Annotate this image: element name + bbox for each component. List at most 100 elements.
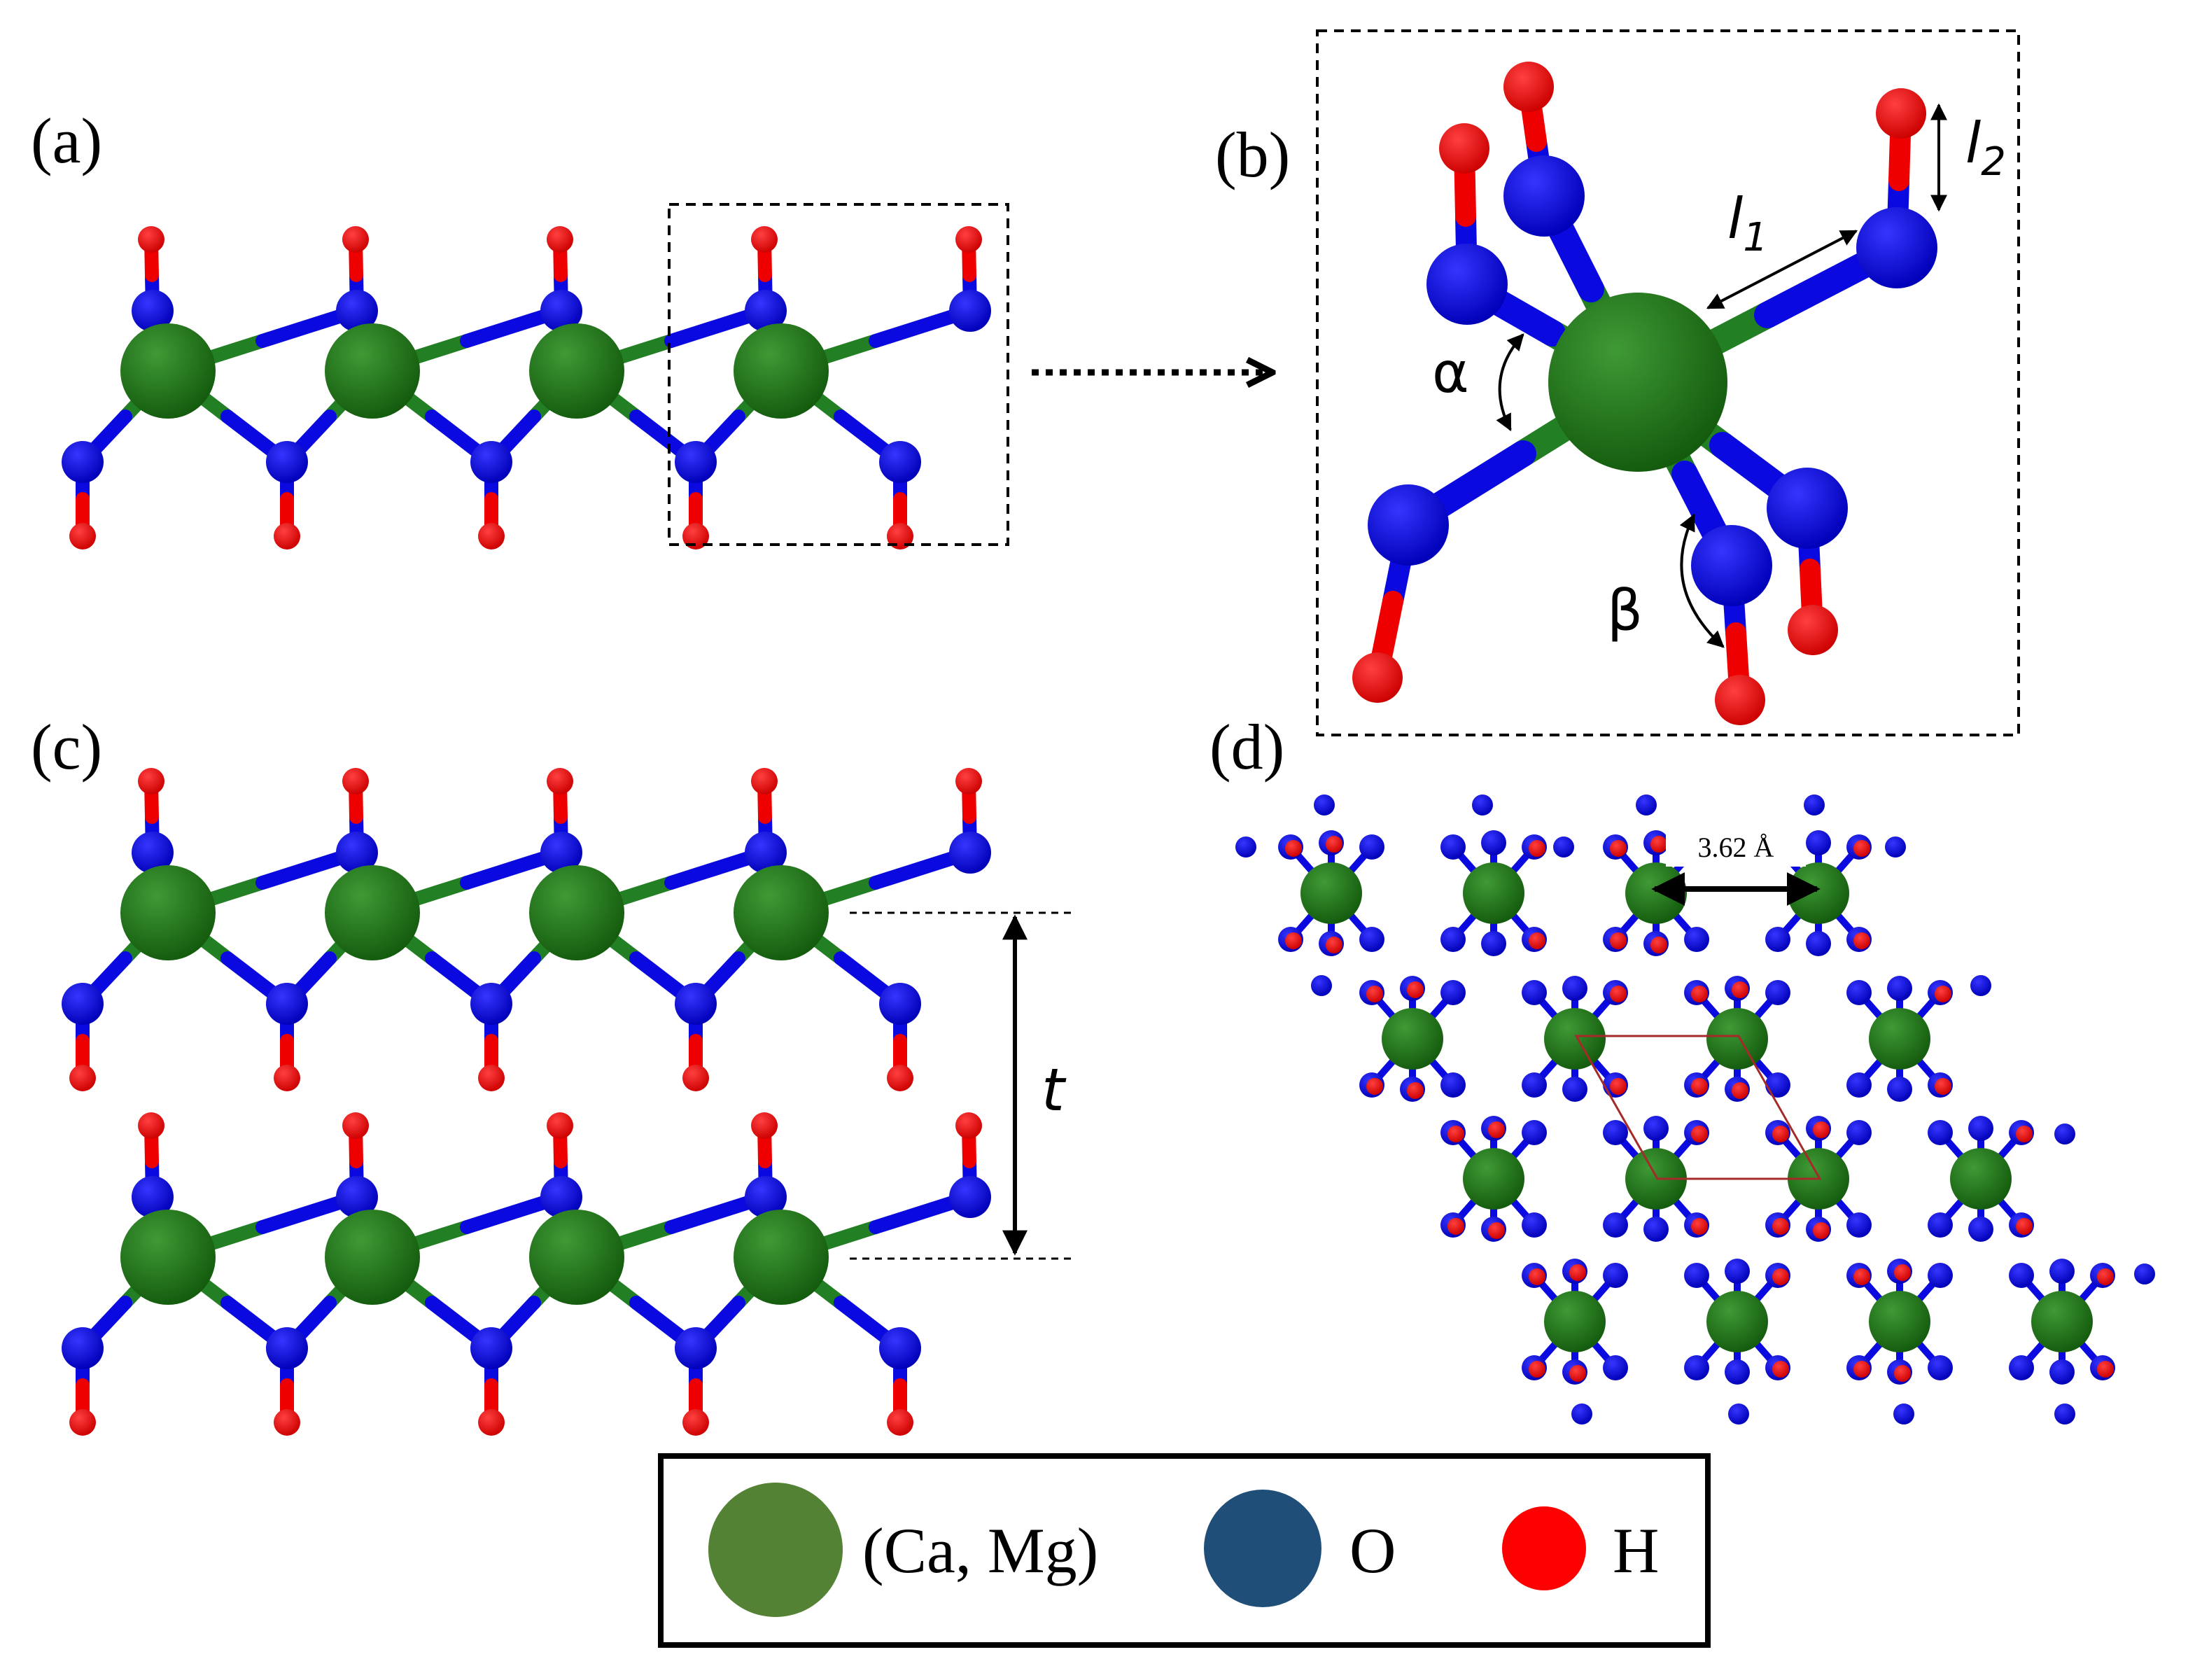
panel-c-top-layer [62, 768, 991, 1091]
o-atom [1522, 1212, 1547, 1238]
h-atom [1569, 1365, 1586, 1382]
panel-b-annotations: α β l1 l2 [1432, 103, 2006, 648]
o-atom [470, 441, 512, 483]
o-atom [1636, 794, 1657, 816]
h-atom [478, 1409, 505, 1436]
h-atom [2016, 1218, 2033, 1235]
unit-cell [1574, 1035, 1822, 1180]
o-atom [675, 983, 717, 1025]
o-atom [1472, 794, 1493, 816]
h-atom [478, 1065, 505, 1091]
legend: (Ca, Mg) O H [658, 1453, 1711, 1648]
h-atom [1772, 1126, 1789, 1142]
metal-atom [529, 323, 624, 419]
metal-atom [1625, 1148, 1687, 1210]
h-atom [547, 768, 573, 794]
h-atom [1529, 1361, 1545, 1378]
o-atom [745, 290, 787, 332]
h-atom [274, 1065, 300, 1091]
o-atom [1440, 927, 1466, 952]
o-atom [949, 1176, 991, 1218]
metal-atom [1463, 1148, 1524, 1210]
o-atom [1440, 980, 1466, 1005]
h-atom [1853, 840, 1870, 857]
o-atom [1314, 794, 1335, 816]
h-atom [1732, 981, 1748, 998]
beta-arc [1679, 513, 1725, 648]
h-atom [1650, 937, 1667, 953]
o-atom [1765, 927, 1790, 952]
h-atom [1772, 1361, 1789, 1378]
metal-atom [529, 865, 624, 960]
o-atom [62, 441, 104, 483]
h-atom [2016, 1126, 2033, 1142]
o-atom [2009, 1263, 2034, 1288]
beta-label: β [1607, 578, 1643, 643]
o-atom [1440, 1072, 1466, 1098]
h-atom [1285, 840, 1302, 857]
h-atom [2097, 1268, 2114, 1285]
h-atom [1529, 932, 1545, 949]
o-atom [132, 832, 174, 874]
o-atom [470, 1327, 512, 1369]
h-atom [1610, 932, 1627, 949]
h-atom [955, 1112, 982, 1139]
h-atom [1935, 986, 1951, 1002]
o-atom [2054, 1124, 2075, 1144]
panel-label-a: (a) [31, 105, 102, 176]
metal-atom [325, 1210, 420, 1305]
o-atom [1893, 1404, 1914, 1424]
o-atom [1968, 1116, 1993, 1141]
o-atom [2054, 1404, 2075, 1424]
o-atom [1684, 1355, 1709, 1380]
h-atom [1876, 88, 1926, 139]
o-atom [675, 441, 717, 483]
metal-atom [1382, 1008, 1443, 1070]
selection-box [668, 203, 1009, 546]
legend-item-oxygen: O [1204, 1490, 1396, 1607]
metal-atom [120, 865, 216, 960]
o-atom [1684, 927, 1709, 952]
o-atom [1970, 975, 1991, 996]
o-atom [2134, 1264, 2155, 1284]
h-atom [887, 523, 913, 550]
o-atom [1368, 484, 1449, 566]
metal-atom [1950, 1148, 2012, 1210]
h-atom [1352, 652, 1403, 703]
metal-atom [120, 323, 216, 419]
o-atom [1846, 1072, 1872, 1098]
o-atom [1643, 1116, 1669, 1141]
o-atom [1562, 1077, 1587, 1102]
legend-label-oxygen: O [1349, 1515, 1396, 1586]
o-atom [1806, 830, 1831, 855]
thickness-label: t [1042, 1056, 1067, 1124]
h-atom [1447, 1218, 1464, 1235]
h-atom [478, 523, 505, 550]
o-atom [1571, 1404, 1592, 1424]
metal-atom [1706, 1291, 1768, 1352]
o-atom [879, 1327, 921, 1369]
h-atom [1569, 1264, 1586, 1281]
o-atom [1846, 1212, 1872, 1238]
o-atom [1522, 1120, 1547, 1145]
h-atom [1715, 675, 1765, 725]
h-atom [1772, 1268, 1789, 1285]
metal-atom [1548, 293, 1727, 472]
o-atom [540, 290, 582, 332]
o-atom [1725, 1359, 1750, 1385]
legend-swatch-hydrogen [1502, 1506, 1586, 1590]
o-atom [336, 290, 378, 332]
o-atom [745, 832, 787, 874]
h-atom [1691, 1218, 1708, 1235]
h-atom [955, 226, 982, 253]
h-atom [547, 226, 573, 253]
o-atom [1603, 1263, 1628, 1288]
o-atom [1359, 927, 1384, 952]
h-atom [1488, 1121, 1505, 1138]
h-atom [887, 1065, 913, 1091]
o-atom [62, 983, 104, 1025]
h-atom [1488, 1222, 1505, 1239]
h-atom [69, 1065, 96, 1091]
l2-label: l2 [1965, 111, 2006, 185]
